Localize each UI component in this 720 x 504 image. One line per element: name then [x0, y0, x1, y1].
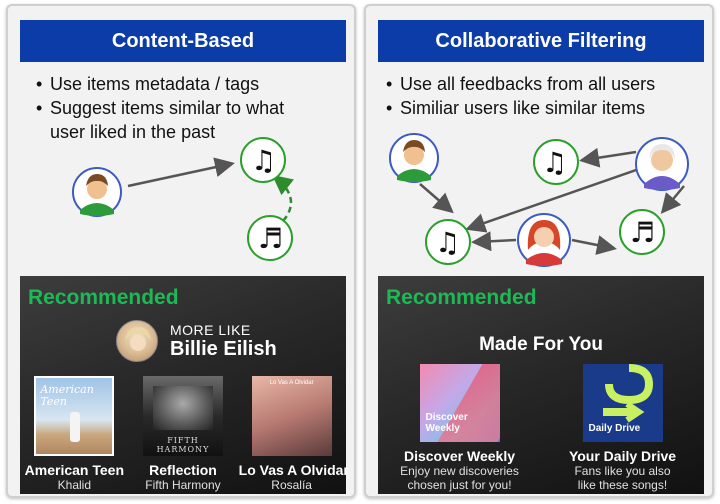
discover-weekly-cover: Discover Weekly: [419, 364, 500, 442]
user-b-to-song-a-arrow: [465, 168, 637, 233]
more-like-label: MORE LIKE: [170, 321, 251, 338]
music-note-icon: ♫: [542, 146, 568, 179]
collaborative-filtering-panel: Collaborative Filtering •Use all feedbac…: [364, 4, 714, 498]
user-a-to-song-arrow: [419, 183, 454, 214]
content-based-panel: Content-Based •Use items metadata / tags…: [6, 4, 356, 498]
mix-title: Discover Weekly: [403, 448, 516, 464]
album-list: American Teen American Teen Khalid FIFTH…: [20, 376, 349, 492]
song-a-node: [425, 219, 471, 265]
more-like-artist[interactable]: MORE LIKE Billie Eilish: [116, 320, 277, 362]
song-c-node: [533, 139, 579, 185]
artist-avatar: [116, 320, 158, 362]
music-note-icon: ♫: [251, 144, 277, 177]
album-title: Reflection: [149, 462, 217, 478]
album-title: American Teen: [24, 462, 124, 478]
user-b-to-song-b-arrow: [660, 185, 685, 214]
recommended-heading: Recommended: [28, 286, 179, 309]
mix-description: chosen just for you!: [407, 478, 512, 492]
recommended-section: Recommended Made For You Discover Weekly…: [378, 276, 704, 494]
album-card[interactable]: American Teen American Teen Khalid: [21, 376, 127, 492]
music-note-icon: ♬: [258, 222, 284, 255]
album-artist: Rosalía: [271, 478, 312, 492]
album-artist: Khalid: [57, 478, 91, 492]
bullet-item: •Suggest items similar to what: [36, 98, 285, 118]
bullet-list: •Use items metadata / tags •Suggest item…: [36, 72, 284, 144]
user-c-avatar-icon: [517, 213, 571, 267]
bullet-item-continuation: user liked in the past: [50, 122, 216, 142]
mix-list: Discover Weekly Discover Weekly Enjoy ne…: [378, 364, 704, 492]
user-c-to-song-a-arrow: [471, 231, 517, 252]
mix-title: Your Daily Drive: [568, 448, 677, 464]
bullet-item: •Similiar users like similar items: [386, 98, 646, 118]
liked-song-node: [240, 137, 286, 183]
mix-description: Fans like you also: [574, 464, 671, 478]
album-artist: Fifth Harmony: [145, 478, 221, 492]
user-b-to-song-c-arrow: [579, 147, 637, 168]
music-note-icon: ♫: [435, 226, 461, 259]
user-a-avatar-icon: [389, 133, 439, 183]
bullet-item: •Use all feedbacks from all users: [386, 74, 656, 94]
album-title: Lo Vas A Olvidar: [238, 462, 349, 478]
music-note-icon: ♬: [630, 216, 656, 249]
bullet-item: •Use items metadata / tags: [36, 74, 260, 94]
artist-name: Billie Eilish: [170, 337, 277, 360]
album-card[interactable]: Lo Vas A Olvidar Lo Vas A Olvidar Rosalí…: [238, 376, 349, 492]
bullet-list: •Use all feedbacks from all users •Simil…: [386, 72, 655, 120]
song-b-node: [619, 209, 665, 255]
album-cover: American Teen: [34, 376, 115, 456]
album-card[interactable]: FIFTH HARMONY Reflection Fifth Harmony: [130, 376, 236, 492]
user-b-avatar-icon: [635, 137, 689, 191]
daily-drive-cover: Daily Drive: [582, 364, 663, 442]
user-c-to-song-b-arrow: [571, 235, 617, 255]
panel-title: Collaborative Filtering: [378, 20, 704, 62]
content-based-diagram: [72, 137, 294, 261]
similar-song-node: [247, 215, 293, 261]
album-cover: FIFTH HARMONY: [142, 376, 223, 456]
mix-card[interactable]: Discover Weekly Discover Weekly Enjoy ne…: [390, 364, 530, 492]
made-for-you-heading: Made For You: [479, 334, 603, 355]
user-to-song-arrow: [127, 157, 235, 188]
mix-description: like these songs!: [577, 478, 668, 492]
panel-title: Content-Based: [20, 20, 346, 62]
recommended-heading: Recommended: [386, 286, 537, 309]
collaborative-diagram: [389, 133, 689, 267]
mix-description: Enjoy new discoveries: [400, 464, 519, 478]
user-avatar-icon: [72, 167, 122, 217]
album-cover: Lo Vas A Olvidar: [251, 376, 332, 456]
similar-song-dashed-arrow: [272, 174, 294, 229]
recommended-section: Recommended MORE LIKE Billie Eilish Amer…: [20, 276, 349, 494]
mix-card[interactable]: Daily Drive Your Daily Drive Fans like y…: [553, 364, 693, 492]
